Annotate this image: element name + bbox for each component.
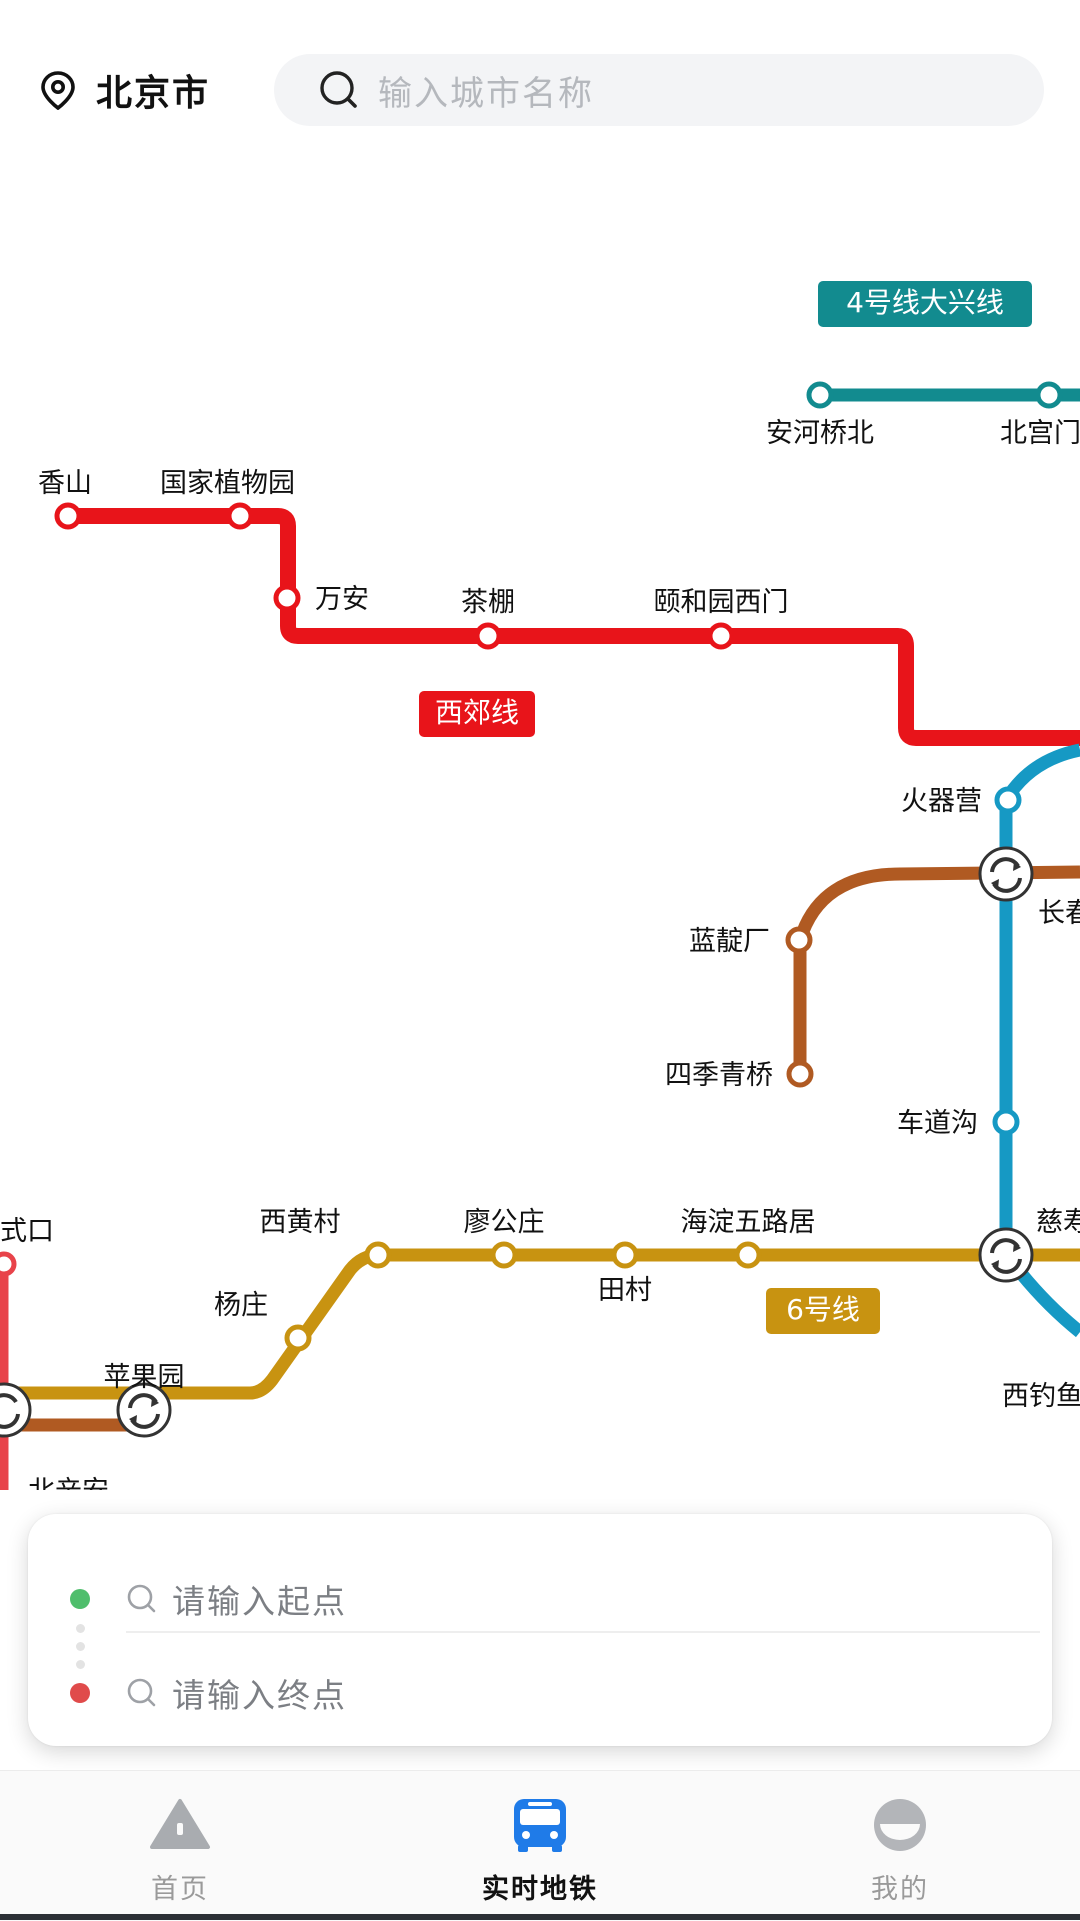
search-placeholder: 输入城市名称 <box>378 73 594 114</box>
transfer-station-changchun <box>978 846 1034 902</box>
nav-realtime-subway-label: 实时地铁 <box>482 1874 598 1905</box>
station-jinankou <box>0 1251 17 1277</box>
nav-profile[interactable]: 我的 <box>720 1771 1080 1921</box>
start-dot <box>70 1589 90 1609</box>
station-chedaogou <box>992 1108 1020 1136</box>
station-haidianwulu <box>734 1241 762 1269</box>
label-wanan: 万安 <box>315 584 369 615</box>
label-beigongmen: 北宫门 <box>1000 418 1080 449</box>
bottom-navigation: 首页 实时地铁 我的 <box>0 1770 1080 1921</box>
label-haidianwulu: 海淀五路居 <box>681 1207 816 1238</box>
station-sijiqingqiao <box>786 1060 814 1088</box>
label-xidiaoyu: 西钓鱼 <box>1002 1381 1080 1412</box>
end-point-input[interactable]: 请输入终点 <box>28 1648 1052 1738</box>
station-anheqiaobei <box>806 381 834 409</box>
station-landianchang <box>785 926 813 954</box>
label-tiancun: 田村 <box>598 1275 652 1306</box>
route-planner-card: 请输入起点 请输入终点 <box>28 1514 1052 1746</box>
line-4-badge-label: 4号线大兴线 <box>846 286 1004 319</box>
navigate-arrow-icon <box>150 1799 210 1849</box>
station-xihuangcun <box>364 1241 392 1269</box>
line-6-badge <box>766 1288 880 1334</box>
header: 北京市 输入城市名称 <box>0 0 1080 180</box>
city-name: 北京市 <box>96 73 211 114</box>
end-dot <box>70 1683 90 1703</box>
station-wanan <box>273 584 301 612</box>
subway-map[interactable]: 4号线大兴线 西郊线 6号线 <box>0 180 1080 1490</box>
station-huoqiying <box>994 786 1022 814</box>
label-landianchang: 蓝靛厂 <box>689 926 770 957</box>
station-yangzhuang <box>284 1324 312 1352</box>
line-4-badge <box>818 281 1032 327</box>
label-yiheyuanximen: 颐和园西门 <box>654 587 789 618</box>
station-tiancun <box>611 1241 639 1269</box>
label-xiangshan: 香山 <box>38 468 92 499</box>
label-chedaogou: 车道沟 <box>897 1108 978 1139</box>
route-divider <box>126 1631 1040 1633</box>
city-selector[interactable]: 北京市 <box>38 62 210 118</box>
station-beigongmen <box>1035 381 1063 409</box>
xijiao-line-badge-label: 西郊线 <box>435 696 519 729</box>
system-bottom-bar <box>0 1914 1080 1920</box>
xijiao-line-badge <box>419 691 535 737</box>
location-pin-icon <box>41 71 75 110</box>
city-search-input[interactable]: 输入城市名称 <box>274 54 1044 126</box>
connector-dot <box>76 1624 85 1633</box>
search-icon <box>127 1584 156 1613</box>
nav-realtime-subway[interactable]: 实时地铁 <box>360 1771 720 1921</box>
transfer-station-pingguoyuan <box>116 1382 172 1438</box>
xijiao-line-track <box>68 508 1080 746</box>
search-icon <box>127 1678 156 1707</box>
end-placeholder: 请输入终点 <box>172 1676 347 1715</box>
transfer-station-cishou <box>978 1227 1034 1283</box>
label-huoqiying: 火器营 <box>901 786 982 817</box>
connector-dot <box>76 1642 85 1651</box>
transfer-station-left-edge <box>0 1382 32 1438</box>
label-beixinan: 北辛安 <box>28 1476 109 1490</box>
nav-profile-label: 我的 <box>871 1874 929 1905</box>
nav-home-label: 首页 <box>151 1874 209 1905</box>
subway-map-canvas[interactable]: 4号线大兴线 西郊线 6号线 <box>0 180 1080 1490</box>
label-cishou: 慈寿 <box>1036 1207 1080 1238</box>
station-guojiazhiwuyuan <box>226 502 254 530</box>
line-6-badge-label: 6号线 <box>786 1293 860 1326</box>
label-yangzhuang: 杨庄 <box>214 1290 268 1321</box>
profile-icon <box>874 1799 926 1851</box>
station-xiangshan <box>54 502 82 530</box>
station-chapeng <box>474 622 502 650</box>
start-point-input[interactable]: 请输入起点 <box>28 1554 1052 1644</box>
bus-icon <box>514 1799 566 1852</box>
label-chapeng: 茶棚 <box>461 587 515 618</box>
label-liaogongzhuang: 廖公庄 <box>464 1207 545 1238</box>
station-liaogongzhuang <box>490 1241 518 1269</box>
nav-home[interactable]: 首页 <box>0 1771 360 1921</box>
label-sijiqingqiao: 四季青桥 <box>665 1060 773 1091</box>
label-anheqiaobei: 安河桥北 <box>766 418 874 449</box>
search-icon <box>320 71 357 108</box>
station-yiheyuanximen <box>707 622 735 650</box>
label-xihuangcun: 西黄村 <box>260 1207 341 1238</box>
connector-dot <box>76 1660 85 1669</box>
label-pingguoyuan: 苹果园 <box>104 1362 185 1393</box>
label-jinankou: 式口 <box>0 1216 54 1247</box>
start-placeholder: 请输入起点 <box>172 1582 347 1621</box>
label-guojiazhiwuyuan: 国家植物园 <box>160 468 295 499</box>
label-changchun: 长春 <box>1038 898 1080 929</box>
